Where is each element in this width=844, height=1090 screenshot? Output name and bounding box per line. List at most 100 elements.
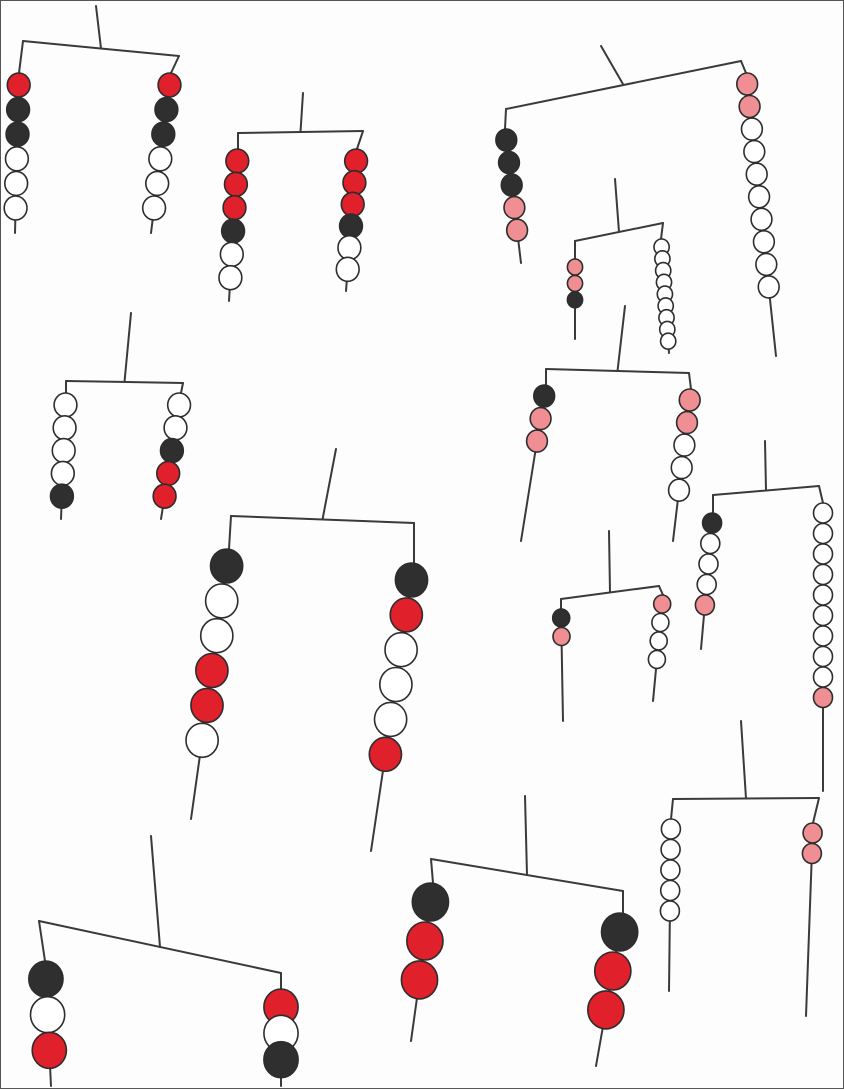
mobile-3-right-bead-3 [742,118,763,140]
mobile-2-right-drop [357,131,363,149]
mobile-8-right-bead-5 [814,585,833,605]
mobile-5-right-bead-3 [161,439,184,463]
mobile-3-right-bead-6 [749,186,770,208]
mobile-8-hanger [765,441,766,491]
mobile-3-right-bead-2 [739,96,760,118]
mobile-9-right-bead-1 [654,595,671,613]
mobile-8-left-bead-5 [695,595,714,615]
mobile-7-left-bead-5 [191,688,223,722]
mobile-3-right-bead-5 [746,163,767,185]
mobile-5-left-bead-5 [51,484,74,508]
mobile-2-left-bead-2 [225,172,248,196]
mobile-5-left-bead-1 [54,393,77,417]
mobile-3-right-bead-1 [737,73,758,95]
mobile-8-right-drop [819,486,823,503]
mobile-8-right-bead-9 [814,667,833,687]
mobile-8-right-bead-3 [814,544,833,564]
mobile-11-left-bead-2 [30,997,64,1033]
mobile-3-left-bead-2 [499,152,520,174]
mobile-8-right-bead-7 [814,626,833,646]
mobile-8-left-bead-1 [703,513,722,533]
mobile-8-right-bead-10 [814,688,833,708]
mobile-3-bar [506,61,741,109]
mobile-1 [4,6,181,233]
mobile-8-right-bead-4 [814,565,833,585]
mobile-12-right-bead-1 [602,913,638,951]
mobile-4-left-bead-2 [567,275,582,291]
mobile-2-right-bead-3 [341,192,364,216]
mobile-8-right-bead-6 [814,606,833,626]
mobile-11-left-bead-1 [29,961,63,997]
mobile-7-left-bead-2 [206,584,238,618]
mobile-12-left-bead-1 [412,883,448,921]
mobile-7-hanger [323,449,337,520]
mobile-1-right-bead-5 [146,171,169,195]
mobile-12-left-bead-3 [401,961,437,999]
mobile-2-right-bead-4 [340,214,363,238]
mobile-1-right-bead-2 [155,98,178,122]
mobile-5-hanger [125,313,132,382]
mobile-1-left-bead-3 [6,122,29,146]
mobile-2-right-bead-5 [338,236,361,260]
mobile-3-right-bead-9 [756,253,777,275]
mobile-7-right-bead-5 [375,702,407,736]
mobile-4-right-drop [661,223,663,239]
mobile-5-right-bead-1 [168,393,191,417]
mobile-12-right-bead-2 [595,952,631,990]
mobile-1-right-bead-6 [143,196,166,220]
mobile-11-left-bead-3 [32,1032,66,1068]
mobile-1-left-bead-6 [4,196,27,220]
mobile-10-right-drop [813,798,819,823]
mobile-3-right-bead-7 [751,208,772,230]
mobile-7-left-bead-6 [186,723,218,757]
mobile-12-left-bead-2 [407,922,443,960]
mobile-3-hanger [601,46,624,85]
mobile-5-bar [66,381,183,383]
mobile-8-right-bead-2 [814,524,833,544]
mobile-6-left-bead-1 [534,385,555,407]
mobile-3-right-bead-10 [758,276,779,298]
mobile-5-left-bead-3 [52,439,75,463]
mobile-2-right-bead-1 [345,149,368,173]
mobile-12-right-bead-3 [588,991,624,1029]
mobile-12 [401,796,637,1066]
mobile-7-right-bead-1 [395,563,427,597]
mobile-6-left-bead-2 [530,408,551,430]
mobile-10-right-bead-2 [802,844,821,864]
mobile-10-left-drop [671,799,673,819]
mobile-11-hanger [151,836,160,947]
mobile-5-right-bead-5 [153,484,176,508]
mobile-5-right-drop [181,383,183,393]
mobile-9-left-bead-2 [553,628,570,646]
mobile-2-left-bead-4 [222,219,245,243]
mobile-6-right-drop [689,373,691,389]
mobile-3-right-bead-4 [744,141,765,163]
mobile-10-left-bead-5 [660,901,679,921]
mobile-11 [29,836,298,1086]
mobile-3 [496,46,779,356]
mobile-4-left-bead-3 [567,292,582,308]
mobile-9 [553,531,671,721]
mobile-10-right-bead-1 [803,823,822,843]
mobile-7-left-drop [229,516,231,549]
mobile-8-left-bead-3 [699,554,718,574]
mobile-5-left-bead-4 [51,461,74,485]
mobile-5-right-bead-4 [157,461,180,485]
mobile-10-hanger [741,721,746,799]
mobile-5-left-bead-2 [53,416,76,440]
mobile-6-right-bead-4 [671,457,692,479]
mobile-2-bar [238,131,363,133]
mobile-9-right-bead-4 [648,650,665,668]
mobile-2-left-bead-5 [220,242,243,266]
mobile-1-left-bead-5 [5,171,28,195]
mobile-12-left-drop [431,859,433,883]
mobile-2-right-bead-6 [336,257,359,281]
mobile-2 [219,93,368,301]
mobile-3-left-bead-3 [501,174,522,196]
mobile-4-right-bead-9 [661,333,676,349]
mobile-11-bar [39,921,281,973]
mobile-9-right-bead-3 [650,632,667,650]
mobile-10 [660,721,822,1016]
mobile-1-right-bead-4 [149,147,172,171]
mobile-8-right-bead-8 [814,647,833,667]
